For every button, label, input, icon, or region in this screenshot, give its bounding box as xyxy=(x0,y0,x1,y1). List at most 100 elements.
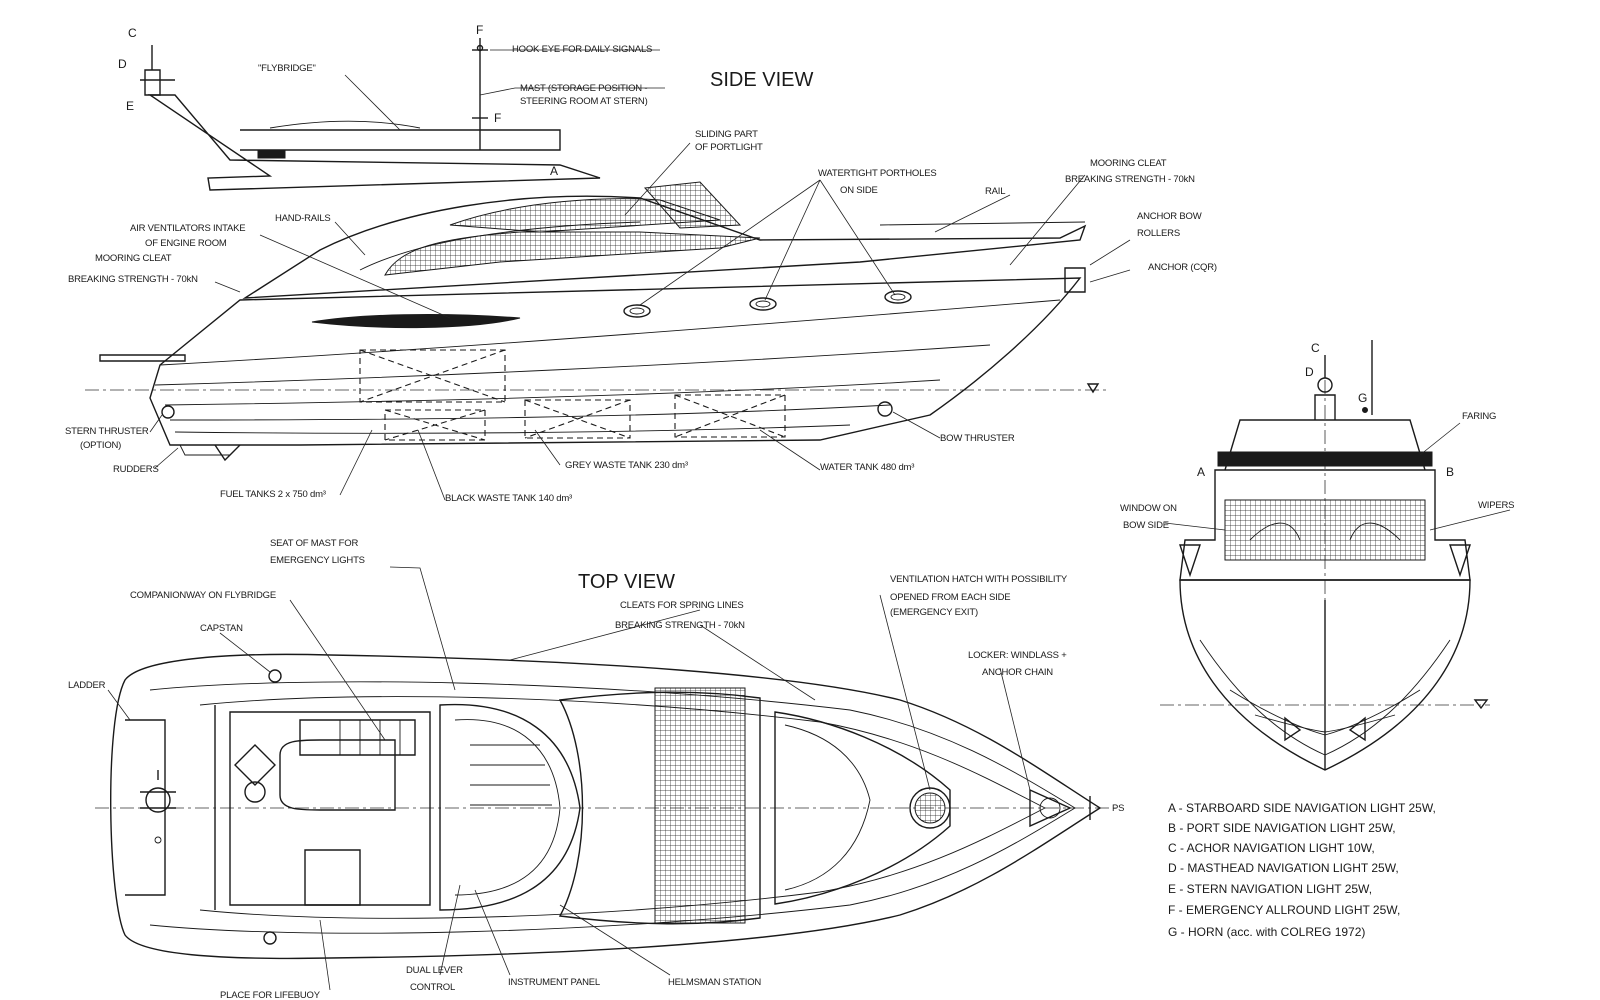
label-hand-rails: HAND-RAILS xyxy=(275,213,331,224)
label-dual-lever-line2: CONTROL xyxy=(410,982,455,993)
label-anchor-bow-line2: ROLLERS xyxy=(1137,228,1180,239)
side-tanks xyxy=(359,349,786,441)
front-leaders xyxy=(1164,422,1511,531)
legend-item-c: C - ACHOR NAVIGATION LIGHT 10W, xyxy=(1168,841,1375,855)
label-vent-hatch-line2: OPENED FROM EACH SIDE xyxy=(890,592,1010,603)
side-leaders xyxy=(149,49,1131,501)
marker-a-front: A xyxy=(1197,465,1205,479)
marker-f-side-mid: F xyxy=(494,111,501,125)
legend-item-f: F - EMERGENCY ALLROUND LIGHT 25W, xyxy=(1168,903,1400,917)
top-view-title: TOP VIEW xyxy=(578,571,675,593)
top-labels: SEAT OF MAST FOR EMERGENCY LIGHTS COMPAN… xyxy=(68,538,1124,1000)
label-grey-waste: GREY WASTE TANK 230 dm³ xyxy=(565,460,688,471)
label-companionway: COMPANIONWAY ON FLYBRIDGE xyxy=(130,590,276,601)
side-superstructure xyxy=(242,181,1087,299)
label-fuel-tanks: FUEL TANKS 2 x 750 dm³ xyxy=(220,489,326,500)
label-vent-hatch-line3: (EMERGENCY EXIT) xyxy=(890,607,978,618)
front-hull xyxy=(1179,579,1471,771)
marker-d-side: D xyxy=(118,57,127,71)
top-saloon-roof xyxy=(439,703,581,911)
marker-g-front: G xyxy=(1358,391,1367,405)
side-flybridge xyxy=(140,45,601,191)
label-stern-thruster-line2: (OPTION) xyxy=(80,440,121,451)
front-superstructure xyxy=(1179,419,1471,581)
legend-item-a: A - STARBOARD SIDE NAVIGATION LIGHT 25W, xyxy=(1168,801,1436,815)
label-mast-line2: STEERING ROOM AT STERN) xyxy=(520,96,648,107)
side-view-title: SIDE VIEW xyxy=(710,69,813,91)
label-bottom-cut: PLACE FOR LIFEBUOY xyxy=(220,990,321,1000)
label-vent-hatch-line1: VENTILATION HATCH WITH POSSIBILITY xyxy=(890,574,1068,585)
top-foredeck xyxy=(774,711,1091,905)
legend-item-e: E - STERN NAVIGATION LIGHT 25W, xyxy=(1168,882,1372,896)
top-cockpit xyxy=(229,711,431,906)
label-cleats-spring-line2: BREAKING STRENGTH - 70kN xyxy=(615,620,745,631)
label-helmsman-line1: HELMSMAN STATION xyxy=(668,977,761,988)
label-sliding-line2: OF PORTLIGHT xyxy=(695,142,763,153)
label-mooring-stern-line2: BREAKING STRENGTH - 70kN xyxy=(68,274,198,285)
label-faring: FARING xyxy=(1462,411,1496,422)
top-stern-details xyxy=(140,669,282,945)
side-hull xyxy=(99,277,1082,462)
front-mast xyxy=(1314,340,1373,420)
side-mast xyxy=(472,38,488,150)
marker-a-side: A xyxy=(550,164,558,178)
label-seat-mast-line1: SEAT OF MAST FOR xyxy=(270,538,358,549)
waterline-marker-front xyxy=(1473,699,1489,710)
label-sliding-line1: SLIDING PART xyxy=(695,129,758,140)
side-markers: C D E F F A xyxy=(118,23,558,178)
label-seat-mast-line2: EMERGENCY LIGHTS xyxy=(270,555,365,566)
front-view: FARING WINDOW ON BOW SIDE WIPERS C D G A… xyxy=(1120,340,1514,771)
label-window-line2: BOW SIDE xyxy=(1123,520,1169,531)
label-bow-thruster: BOW THRUSTER xyxy=(940,433,1015,444)
label-flybridge: "FLYBRIDGE" xyxy=(258,63,316,74)
label-mooring-bow-line2: BREAKING STRENGTH - 70kN xyxy=(1065,174,1195,185)
label-locker-line1: LOCKER: WINDLASS + xyxy=(968,650,1067,661)
label-air-vent-line2: OF ENGINE ROOM xyxy=(145,238,227,249)
label-dual-lever-line1: DUAL LEVER xyxy=(406,965,463,976)
label-capstan: CAPSTAN xyxy=(200,623,243,634)
lights-legend: A - STARBOARD SIDE NAVIGATION LIGHT 25W,… xyxy=(1168,801,1436,939)
label-anchor-cqr: ANCHOR (CQR) xyxy=(1148,262,1217,273)
top-leaders xyxy=(107,566,1031,991)
top-view: TOP VIEW xyxy=(68,538,1124,1000)
front-labels: FARING WINDOW ON BOW SIDE WIPERS xyxy=(1120,411,1514,531)
label-rail: RAIL xyxy=(985,186,1005,197)
label-cleats-spring-line1: CLEATS FOR SPRING LINES xyxy=(620,600,744,611)
front-markers: C D G A B xyxy=(1197,341,1454,479)
marker-f-side-top: F xyxy=(476,23,483,37)
marker-c-side: C xyxy=(128,26,137,40)
label-instrument-panel: INSTRUMENT PANEL xyxy=(508,977,600,988)
label-mooring-bow-line1: MOORING CLEAT xyxy=(1090,158,1167,169)
label-wipers: WIPERS xyxy=(1478,500,1514,511)
side-view: SIDE VIEW xyxy=(65,23,1217,504)
bow-thruster-symbol xyxy=(877,401,893,417)
label-black-waste: BLACK WASTE TANK 140 dm³ xyxy=(445,493,572,504)
label-water-tank: WATER TANK 480 dm³ xyxy=(820,462,914,473)
label-watertight-line1: WATERTIGHT PORTHOLES xyxy=(818,168,936,179)
label-hook-eye: HOOK EYE FOR DAILY SIGNALS xyxy=(512,44,652,55)
legend-item-g: G - HORN (acc. with COLREG 1972) xyxy=(1168,925,1365,939)
marker-b-front: B xyxy=(1446,465,1454,479)
side-portholes xyxy=(623,290,912,318)
legend-item-d: D - MASTHEAD NAVIGATION LIGHT 25W, xyxy=(1168,861,1399,875)
stern-thruster-symbol xyxy=(161,405,175,419)
label-stern-thruster-line1: STERN THRUSTER xyxy=(65,426,149,437)
label-mast-line1: MAST (STORAGE POSITION - xyxy=(520,83,647,94)
label-ps: PS xyxy=(1112,803,1124,814)
label-mooring-stern-line1: MOORING CLEAT xyxy=(95,253,172,264)
label-air-vent-line1: AIR VENTILATORS INTAKE xyxy=(130,223,245,234)
top-windscreen xyxy=(558,687,761,925)
legend-item-b: B - PORT SIDE NAVIGATION LIGHT 25W, xyxy=(1168,821,1396,835)
label-rudders: RUDDERS xyxy=(113,464,159,475)
marker-c-front: C xyxy=(1311,341,1320,355)
waterline-marker-side xyxy=(1086,383,1100,394)
top-hull xyxy=(110,653,1102,960)
label-ladder: LADDER xyxy=(68,680,106,691)
side-labels: HOOK EYE FOR DAILY SIGNALS MAST (STORAGE… xyxy=(65,44,1217,504)
marker-d-front: D xyxy=(1305,365,1314,379)
label-anchor-bow-line1: ANCHOR BOW xyxy=(1137,211,1202,222)
label-locker-line2: ANCHOR CHAIN xyxy=(982,667,1053,678)
label-watertight-line2: ON SIDE xyxy=(840,185,878,196)
marker-e-side: E xyxy=(126,99,134,113)
